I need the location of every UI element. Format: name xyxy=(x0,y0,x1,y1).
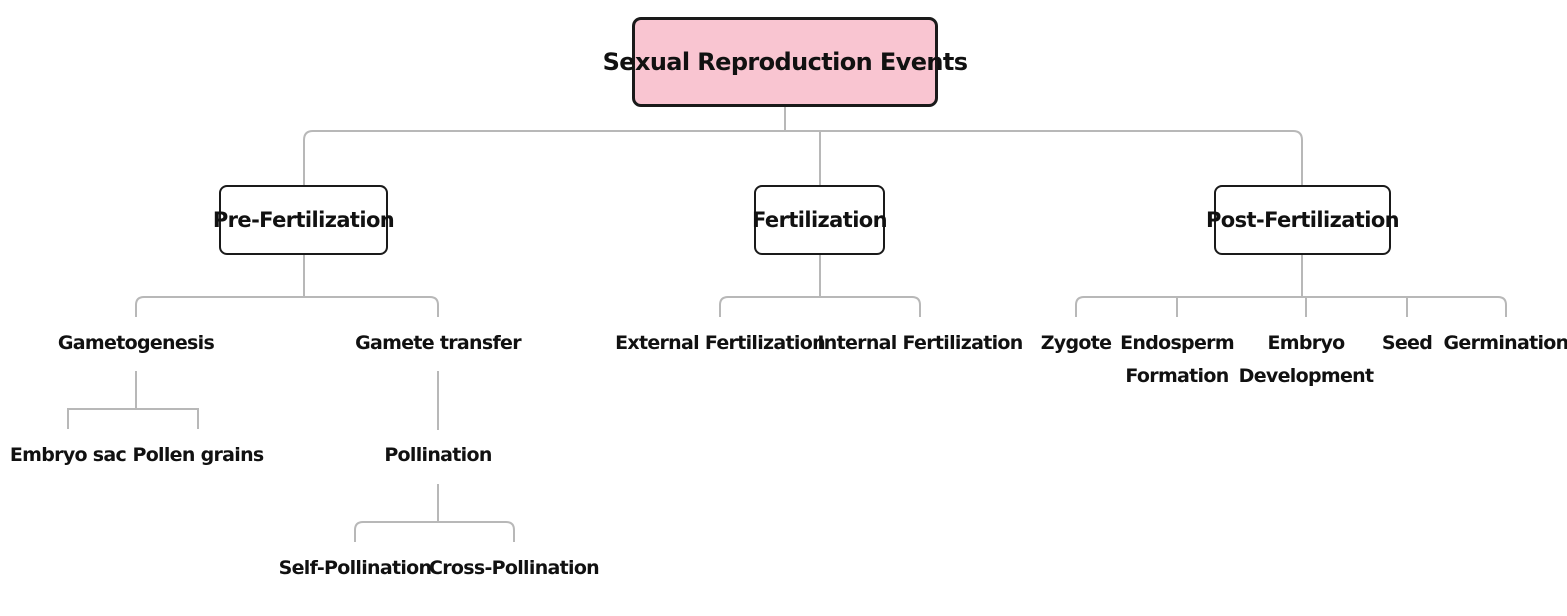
internal-fertilization-node: Internal Fertilization xyxy=(817,326,1023,360)
root-label: Sexual Reproduction Events xyxy=(602,48,968,76)
pre-fertilization-label: Pre-Fertilization xyxy=(212,208,395,232)
fertilization-label: Fertilization xyxy=(752,208,888,232)
connector-fertilization-children xyxy=(719,255,921,317)
connector-root-branches xyxy=(303,107,1303,185)
endosperm-formation-node: Endosperm Formation xyxy=(1120,326,1235,394)
endosperm-formation-label-line1: Endosperm xyxy=(1120,332,1235,354)
zygote-label: Zygote xyxy=(1040,331,1112,354)
fertilization-node: Fertilization xyxy=(752,185,888,255)
gametogenesis-node: Gametogenesis xyxy=(56,326,216,360)
post-fertilization-node: Post-Fertilization xyxy=(1206,185,1400,255)
cross-pollination-label: Cross-Pollination xyxy=(429,556,600,579)
pollen-grains-label: Pollen grains xyxy=(132,443,264,466)
germination-label: Germination xyxy=(1443,331,1567,354)
external-fertilization-label: External Fertilization xyxy=(615,331,825,354)
seed-node: Seed xyxy=(1380,326,1434,360)
seed-label: Seed xyxy=(1381,331,1433,354)
connector-pre-children xyxy=(135,255,439,317)
self-pollination-node: Self-Pollination xyxy=(278,551,432,585)
embryo-development-node: Embryo Development xyxy=(1239,326,1374,394)
pollination-label: Pollination xyxy=(384,443,492,466)
connector-pollination-children xyxy=(354,484,515,542)
pollination-node: Pollination xyxy=(378,438,498,472)
post-fertilization-label: Post-Fertilization xyxy=(1206,208,1400,232)
cross-pollination-node: Cross-Pollination xyxy=(429,551,600,585)
germination-node: Germination xyxy=(1444,326,1567,360)
self-pollination-label: Self-Pollination xyxy=(278,556,432,579)
embryo-development-label-line1: Embryo xyxy=(1267,332,1346,354)
pollen-grains-node: Pollen grains xyxy=(132,438,264,472)
zygote-node: Zygote xyxy=(1040,326,1112,360)
embryo-development-label-line2: Development xyxy=(1238,365,1374,387)
embryo-sac-node: Embryo sac xyxy=(9,438,127,472)
connector-post-children xyxy=(1075,255,1507,317)
connector-gametogenesis-children xyxy=(67,371,199,429)
gametogenesis-label: Gametogenesis xyxy=(57,331,215,354)
gamete-transfer-label: Gamete transfer xyxy=(355,331,522,354)
endosperm-formation-label-line2: Formation xyxy=(1125,365,1229,387)
gamete-transfer-node: Gamete transfer xyxy=(353,326,523,360)
pre-fertilization-node: Pre-Fertilization xyxy=(213,185,395,255)
root-node: Sexual Reproduction Events xyxy=(603,17,968,107)
internal-fertilization-label: Internal Fertilization xyxy=(817,331,1023,354)
external-fertilization-node: External Fertilization xyxy=(615,326,825,360)
embryo-sac-label: Embryo sac xyxy=(9,443,127,466)
